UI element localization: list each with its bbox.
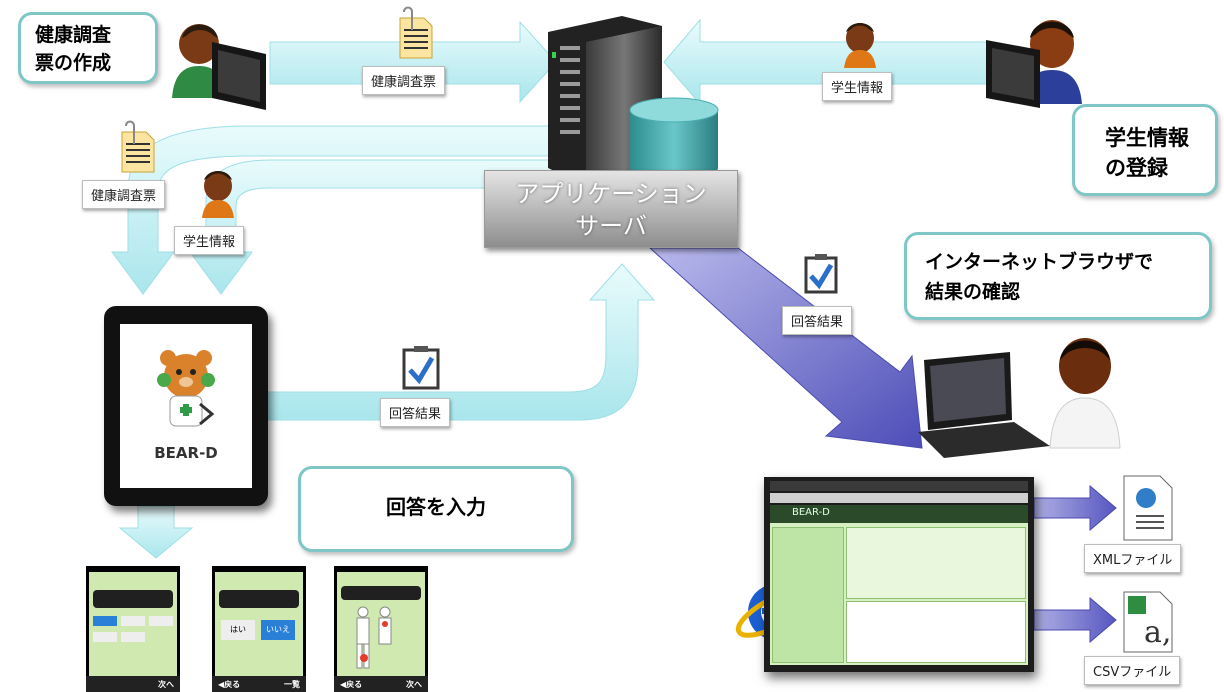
laptop-icon (918, 352, 1050, 458)
phone-nav-next[interactable]: 次へ (406, 680, 422, 689)
arrow-student-info-to-server (663, 18, 991, 106)
phone-nav-back[interactable]: ◀戻る (218, 680, 241, 689)
label-student-info-top: 学生情報 (822, 72, 893, 101)
person-icon (1049, 338, 1121, 449)
document-icon (121, 120, 155, 173)
svg-text:a,: a, (1144, 615, 1171, 650)
callout-input-answers: 回答を入力 (298, 466, 574, 552)
tablet-screen: BEAR-D (120, 324, 252, 488)
app-window-title: BEAR-D (792, 507, 830, 518)
label-xml-file: XMLファイル (1084, 544, 1182, 573)
label-health-form-top: 健康調査票 (362, 66, 446, 95)
phone-nav-next[interactable]: 次へ (158, 680, 174, 689)
label-health-form-left: 健康調査票 (82, 180, 166, 209)
csv-file-icon: a, (1123, 591, 1173, 653)
tablet-app-name: BEAR-D (154, 444, 218, 462)
answer-yes-button[interactable]: はい (221, 620, 255, 640)
arrow-tablet-to-phones (118, 505, 194, 559)
phone-screen-body-map: ◀戻る 次へ (334, 566, 428, 692)
person-icon (844, 23, 876, 68)
body-map-icon (356, 606, 392, 669)
clipboard-check-icon (402, 346, 440, 390)
database-icon (629, 97, 719, 180)
label-answer-result-tablet: 回答結果 (380, 398, 451, 427)
document-icon (399, 6, 433, 59)
arrow-tablet-to-server (267, 263, 656, 421)
phone-screen-question-2: はい いいえ ◀戻る 一覧 (212, 566, 306, 692)
clipboard-check-icon (804, 254, 838, 294)
label-answer-result-server: 回答結果 (782, 306, 853, 335)
phone-nav-back[interactable]: ◀戻る (340, 680, 363, 689)
arrow-to-xml (1033, 484, 1117, 532)
monitor-icon (212, 42, 266, 110)
tablet-device: BEAR-D (104, 306, 268, 506)
xml-file-icon (1123, 475, 1173, 541)
callout-check-in-browser: インターネットブラウザで 結果の確認 (904, 232, 1212, 320)
monitor-icon (986, 40, 1040, 108)
callout-create-health-form: 健康調査 票の作成 (18, 12, 158, 84)
arrow-to-csv (1033, 596, 1117, 644)
label-csv-file: CSVファイル (1084, 656, 1181, 685)
phone-screen-question-1: 次へ (86, 566, 180, 692)
bear-mascot-icon (157, 350, 215, 427)
phone-nav-list[interactable]: 一覧 (284, 680, 300, 689)
application-server-label: アプリケーション サーバ (484, 170, 738, 248)
arrow-server-to-browser (648, 247, 923, 449)
arrow-health-form-to-server (269, 20, 557, 104)
web-app-window: BEAR-D (764, 477, 1034, 672)
person-icon (202, 171, 234, 218)
answer-no-button[interactable]: いいえ (261, 620, 295, 640)
callout-register-student-info: 学生情報 の登録 (1072, 104, 1218, 196)
label-student-info-left: 学生情報 (174, 226, 245, 255)
